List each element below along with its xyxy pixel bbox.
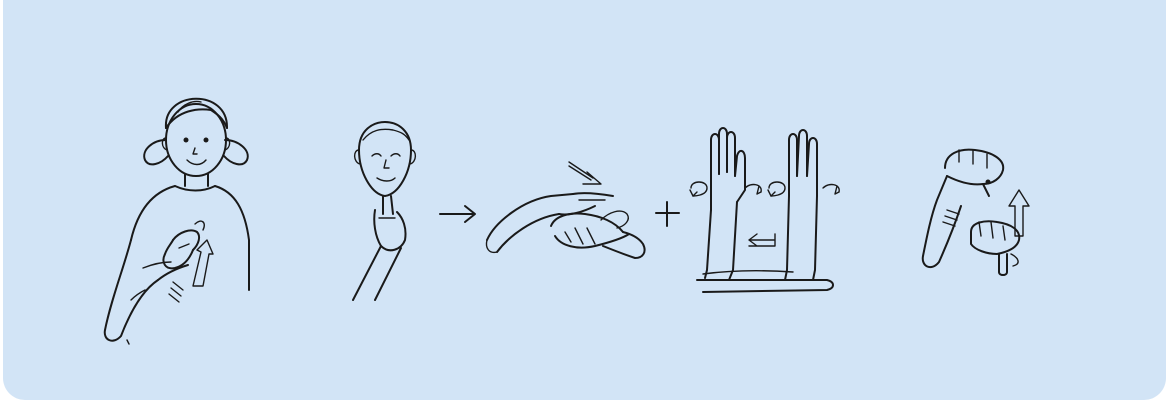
- arrow-right: [440, 206, 475, 222]
- plus: [656, 202, 679, 226]
- hand-brushing-palm-sign: [486, 162, 644, 258]
- illustration-panel: [3, 0, 1166, 400]
- sign-language-illustration: [3, 0, 1166, 400]
- index-finger-to-chin-sign: [353, 122, 415, 300]
- stacked-fists-sign: [923, 150, 1029, 275]
- girl-signing-figure: [105, 99, 249, 344]
- raised-arms-twist-sign: [690, 128, 839, 292]
